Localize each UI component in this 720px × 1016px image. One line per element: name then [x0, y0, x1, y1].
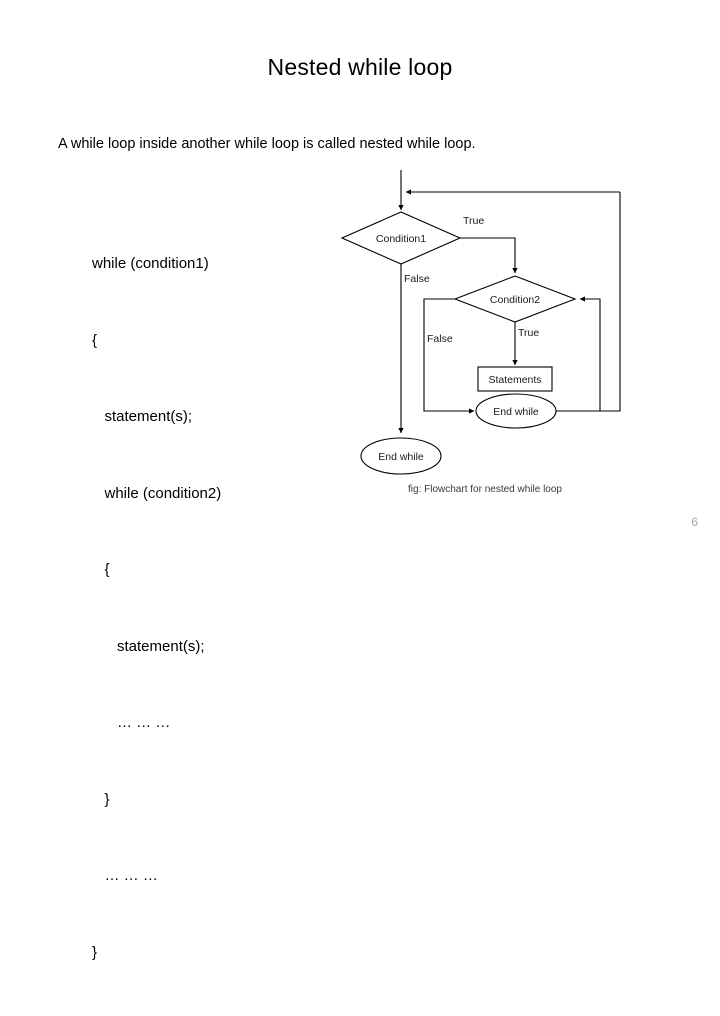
code-line: {	[92, 561, 110, 578]
code-line: while (condition1)	[92, 255, 209, 272]
node-condition2-label: Condition2	[490, 294, 540, 306]
node-end-while-inner-label: End while	[493, 406, 539, 418]
code-sample: while (condition1) { statement(s); while…	[92, 200, 221, 1016]
edge-inner-endwhile-exit	[556, 192, 621, 412]
node-condition1-label: Condition1	[376, 233, 426, 245]
edge-inner-loopback	[579, 296, 601, 411]
edge-condition1-true	[460, 237, 518, 274]
code-line: … … …	[92, 867, 158, 884]
node-end-while-outer	[360, 437, 442, 475]
node-end-while-outer-label: End while	[378, 451, 424, 463]
page-number: 6	[691, 515, 698, 529]
flowchart-svg: Condition1 True False Condition2 False T…	[340, 170, 621, 495]
code-line: statement(s);	[92, 637, 205, 655]
intro-paragraph: A while loop inside another while loop i…	[58, 136, 476, 152]
code-line: … … …	[92, 714, 171, 731]
code-line: while (condition2)	[92, 484, 222, 502]
label-condition1-false: False	[404, 273, 430, 285]
label-condition1-true: True	[463, 215, 484, 227]
label-condition2-false: False	[427, 333, 453, 345]
code-line: {	[92, 331, 98, 349]
flowchart: Condition1 True False Condition2 False T…	[330, 165, 650, 510]
figure-caption: fig: Flowchart for nested while loop	[408, 484, 562, 495]
code-line: statement(s);	[92, 408, 193, 425]
node-statements-label: Statements	[488, 374, 541, 386]
node-statements	[477, 366, 553, 392]
code-line: }	[92, 943, 98, 961]
edge-condition2-false	[423, 298, 475, 414]
label-condition2-true: True	[518, 327, 539, 339]
page-title: Nested while loop	[267, 54, 453, 80]
slide-canvas: Nested while loop A while loop inside an…	[58, 54, 698, 961]
code-line: }	[92, 790, 110, 808]
